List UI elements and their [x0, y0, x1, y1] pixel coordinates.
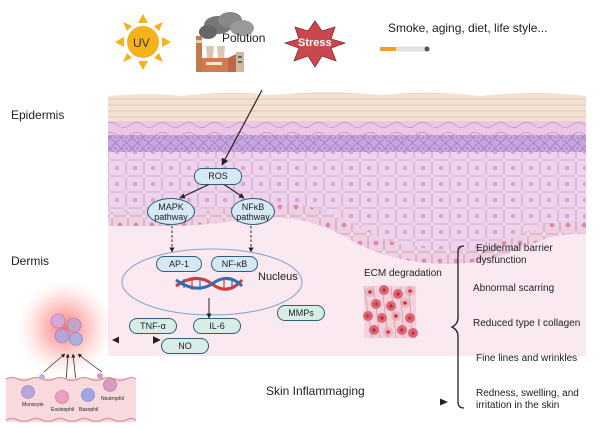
ecm-cell-nucleus: [403, 301, 407, 305]
ecm-cell-nucleus: [400, 328, 404, 332]
nfkb-node: NF-κB: [211, 256, 258, 272]
effect-epidermal-barrier: Epidermal barrier dysfunction: [476, 243, 553, 266]
ecm-cell-nucleus: [408, 289, 412, 293]
monocyte-cell: [21, 385, 35, 399]
ecm-cell-nucleus: [380, 316, 384, 320]
ecm-cell-nucleus: [366, 314, 370, 318]
dermis-label: Dermis: [11, 254, 49, 268]
neutrophil-label: Neutrophil: [101, 396, 124, 402]
no-node: NO: [161, 338, 209, 354]
ecm-cell-nucleus: [411, 331, 415, 335]
ecm-cell-nucleus: [394, 314, 398, 318]
cigarette-icon: [380, 46, 430, 52]
inflammation-glow: [17, 280, 113, 376]
ros-nfkb-arrow: [221, 182, 245, 199]
stratum-corneum: [108, 92, 586, 122]
monocyte-label: Monocyte: [22, 402, 44, 408]
stress-label: Stress: [298, 37, 332, 49]
neutrophil-cell: [103, 378, 117, 392]
nfkb-pathway-node: NFκB pathway: [231, 198, 275, 225]
effect-redness: Redness, swelling, and irritation in the…: [476, 388, 579, 411]
uv-label: UV: [133, 36, 150, 50]
tnfa-node: TNF-α: [129, 318, 177, 334]
eosinophil-cell: [55, 390, 69, 404]
stratum-spinosum: [108, 135, 586, 152]
mapk-pathway-node: MAPK pathway: [147, 198, 195, 225]
ecm-cell-nucleus: [372, 328, 376, 332]
ros-node: ROS: [194, 168, 242, 185]
effect-reduced-collagen: Reduced type I collagen: [473, 318, 581, 329]
il6-node: IL-6: [193, 318, 241, 334]
blood-vessel: [5, 373, 137, 422]
ecm-fiber: [408, 285, 413, 339]
ecm-degradation-label: ECM degradation: [364, 268, 442, 279]
ecm-texture: [363, 285, 418, 339]
factory-icon: [196, 12, 254, 72]
ecm-cell-nucleus: [374, 302, 378, 306]
dna-icon: [175, 277, 244, 291]
ecm-cell-nucleus: [408, 316, 412, 320]
ecm-cell-nucleus: [382, 288, 386, 292]
ecm-fiber: [363, 285, 373, 339]
lifestyle-label: Smoke, aging, diet, life style...: [388, 21, 548, 35]
skin-inflammaging-label: Skin Inflammaging: [266, 384, 365, 398]
ecm-cell-nucleus: [389, 304, 393, 308]
basophil-cell: [81, 388, 95, 402]
effect-fine-lines: Fine lines and wrinkles: [476, 353, 578, 364]
stratum-granulosum: [108, 121, 586, 135]
effect-abnormal-scarring: Abnormal scarring: [473, 283, 555, 294]
effects-bracket: [450, 245, 465, 409]
basophil-label: Basophil: [79, 407, 99, 413]
nucleus-label: Nucleus: [258, 271, 298, 283]
basal-layer: [108, 202, 586, 264]
stress-burst-icon: [283, 20, 347, 68]
ecm-fiber: [399, 285, 405, 339]
ecm-cell-nucleus: [396, 292, 400, 296]
sun-icon: [115, 14, 171, 70]
eosinophil-label: Eosinophil: [51, 407, 75, 413]
immune-cell-cluster: [50, 313, 83, 346]
migration-arrows: [43, 353, 103, 383]
pollution-label: Polution: [222, 31, 266, 45]
nucleus-ellipse: [121, 248, 303, 316]
mmps-node: MMPs: [277, 305, 325, 321]
ecm-cell-nucleus: [386, 330, 390, 334]
ecm-cell-nucleus: [368, 290, 372, 294]
ecm-fiber: [381, 285, 389, 339]
ros-mapk-arrow: [179, 182, 213, 199]
ap1-node: AP-1: [156, 256, 202, 272]
ecm-fiber: [390, 285, 397, 339]
ecm-fiber: [372, 285, 381, 339]
stressor-arrow: [221, 89, 263, 166]
epidermis-label: Epidermis: [11, 108, 65, 122]
